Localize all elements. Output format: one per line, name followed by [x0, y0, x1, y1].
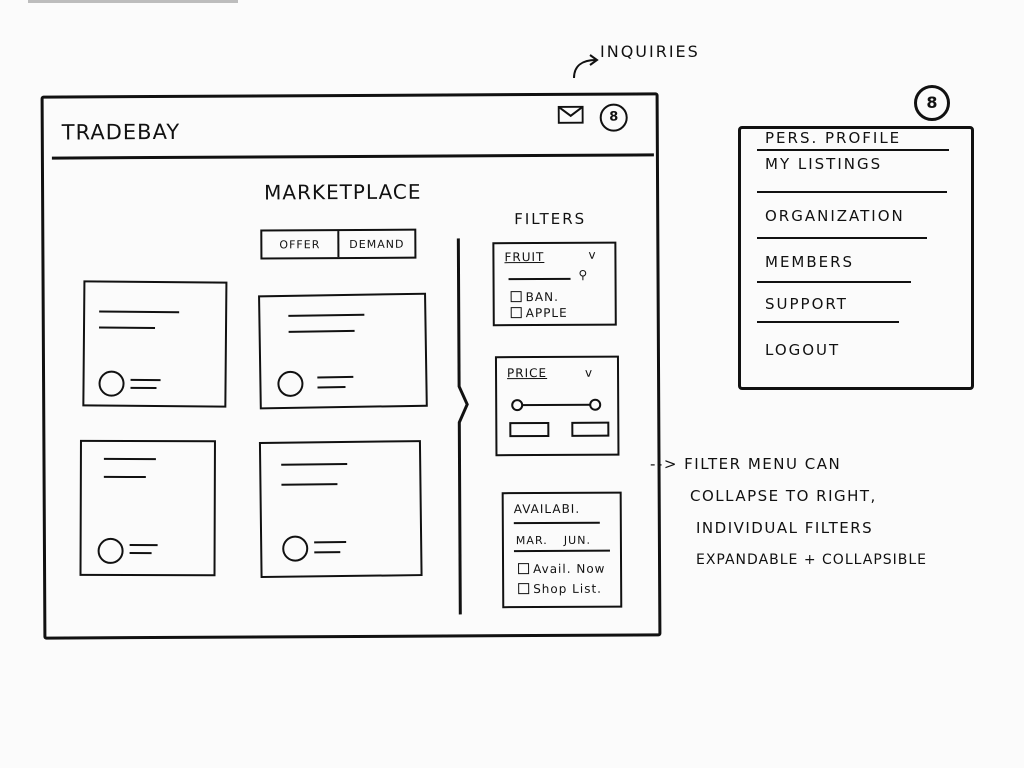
- menu-item-my-listings[interactable]: MY LISTINGS: [765, 155, 883, 173]
- menu-item-support[interactable]: SUPPORT: [765, 295, 848, 313]
- tab-offer[interactable]: OFFER: [279, 237, 321, 251]
- filter-behavior-annotation: --> FILTER MENU CAN COLLAPSE TO RIGHT, I…: [650, 448, 1010, 576]
- checkbox[interactable]: [518, 583, 530, 595]
- availability-filter: AVAILABI. MAR. JUN. Avail. Now Shop List…: [501, 491, 623, 609]
- listing-card[interactable]: [82, 280, 228, 408]
- menu-item-logout[interactable]: LOGOUT: [765, 341, 841, 359]
- slider-handle-max[interactable]: [589, 398, 602, 411]
- arrow-right-icon: -->: [650, 455, 685, 473]
- price-range-slider[interactable]: [515, 403, 596, 407]
- fruit-filter: FRUIT v ⚲ BAN. APPLE: [492, 241, 617, 327]
- checkbox[interactable]: [518, 563, 530, 575]
- scan-edge-mark: [28, 0, 238, 3]
- annotation-line: COLLAPSE TO RIGHT,: [690, 487, 877, 505]
- checkbox[interactable]: [510, 307, 522, 319]
- annotation-arrow-icon: [573, 54, 599, 79]
- fruit-option-banana[interactable]: BAN.: [510, 290, 559, 304]
- filter-panel-collapse-handle[interactable]: [456, 236, 482, 616]
- fruit-filter-label[interactable]: FRUIT: [504, 249, 545, 265]
- page-title: MARKETPLACE: [264, 179, 422, 205]
- profile-menu-badge: 8: [914, 85, 950, 121]
- menu-divider: [757, 321, 899, 323]
- avatar: [282, 535, 309, 562]
- filters-title: FILTERS: [514, 209, 587, 229]
- slider-handle-min[interactable]: [511, 399, 524, 412]
- menu-divider: [757, 281, 911, 283]
- listing-card[interactable]: [258, 440, 423, 579]
- menu-item-personal-profile[interactable]: PERS. PROFILE: [765, 129, 902, 147]
- menu-divider: [757, 149, 949, 151]
- inquiries-annotation: INQUIRIES: [600, 42, 700, 61]
- menu-divider: [757, 191, 947, 193]
- annotation-line: INDIVIDUAL FILTERS: [696, 519, 874, 537]
- profile-dropdown-menu: PERS. PROFILE MY LISTINGS ORGANIZATION M…: [738, 126, 974, 390]
- fruit-search-input[interactable]: [508, 277, 571, 281]
- chevron-down-icon[interactable]: v: [585, 365, 594, 380]
- tab-demand[interactable]: DEMAND: [337, 230, 415, 258]
- availability-filter-label[interactable]: AVAILABI.: [513, 501, 581, 517]
- user-profile-icon[interactable]: 8: [599, 103, 628, 132]
- app-window: TRADEBAY 8 MARKETPLACE OFFER DEMAND: [40, 92, 662, 640]
- price-max-input[interactable]: [571, 421, 610, 437]
- availability-option-shop-list[interactable]: Shop List.: [518, 582, 602, 596]
- price-min-input[interactable]: [509, 421, 550, 438]
- price-filter-label[interactable]: PRICE: [507, 365, 548, 381]
- avatar: [98, 370, 125, 397]
- availability-option-now[interactable]: Avail. Now: [518, 562, 605, 576]
- app-title: TRADEBAY: [61, 119, 181, 145]
- chevron-down-icon[interactable]: v: [588, 247, 597, 262]
- listing-card[interactable]: [79, 439, 216, 577]
- checkbox[interactable]: [510, 291, 522, 303]
- listing-card[interactable]: [258, 292, 428, 410]
- menu-divider: [757, 237, 927, 239]
- avatar: [277, 370, 304, 398]
- avatar: [97, 537, 124, 564]
- annotation-line: --> FILTER MENU CAN: [650, 455, 842, 473]
- fruit-option-apple[interactable]: APPLE: [510, 306, 568, 320]
- availability-month-end[interactable]: JUN.: [563, 533, 591, 547]
- price-filter: PRICE v: [494, 355, 620, 457]
- offer-demand-toggle: OFFER DEMAND: [260, 228, 417, 260]
- annotation-line: EXPANDABLE + COLLAPSIBLE: [696, 552, 928, 568]
- menu-item-members[interactable]: MEMBERS: [765, 253, 855, 271]
- availability-month-start[interactable]: MAR.: [515, 533, 548, 548]
- header-divider: [51, 153, 654, 160]
- search-icon[interactable]: ⚲: [578, 267, 589, 282]
- mail-icon[interactable]: [557, 105, 584, 124]
- menu-item-organization[interactable]: ORGANIZATION: [765, 207, 905, 225]
